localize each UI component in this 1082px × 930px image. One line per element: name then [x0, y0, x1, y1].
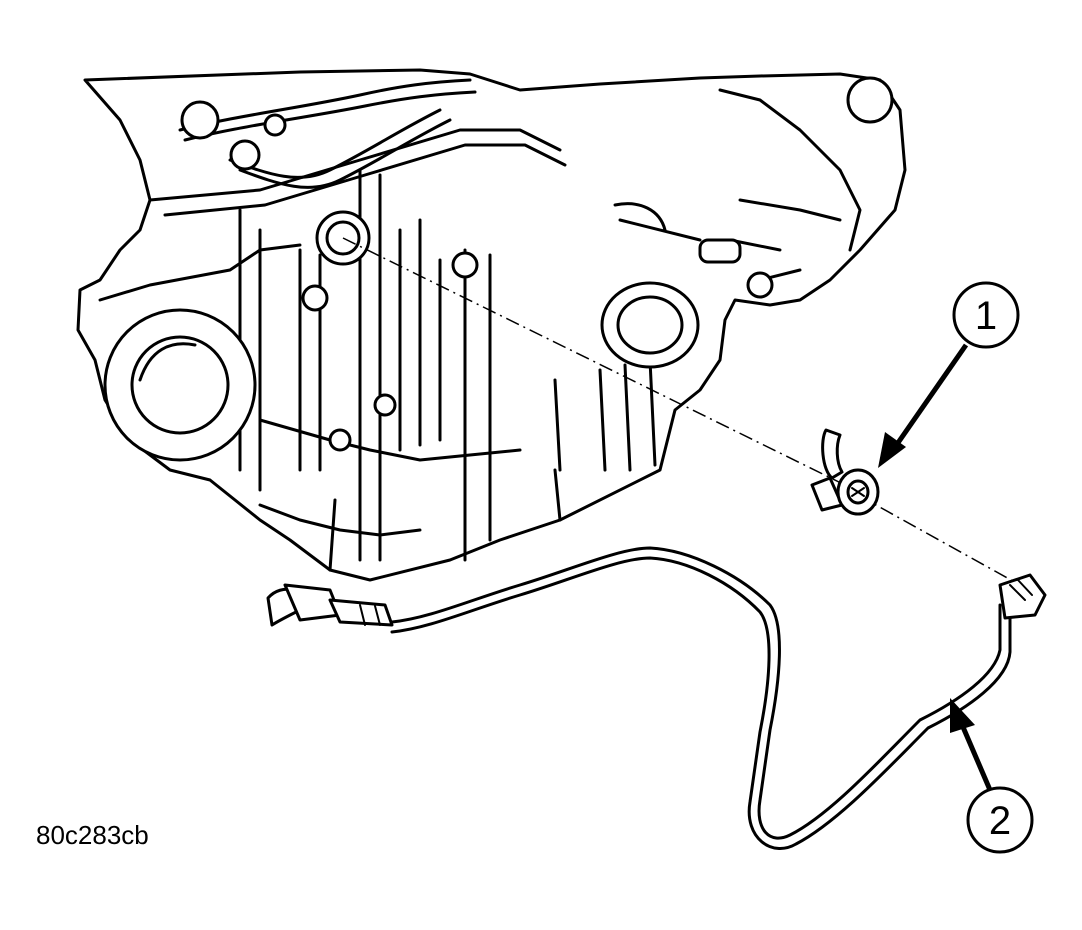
callout-2-arrowhead — [950, 698, 975, 733]
callout-2-arrow — [957, 719, 993, 791]
engine-block — [76, 68, 907, 582]
callout-1-label: 1 — [975, 294, 997, 338]
figure-id-label: 80c283cb — [36, 820, 149, 850]
callout-1-arrow — [890, 343, 969, 452]
alignment-lines — [342, 237, 1021, 586]
callout-2-circle — [966, 786, 1034, 854]
callout-2: 2 — [950, 698, 1034, 854]
callout-1: 1 — [878, 281, 1020, 468]
sensor — [810, 428, 880, 516]
callout-1-circle — [952, 281, 1020, 349]
wiring-harness — [266, 546, 1047, 850]
callout-2-label: 2 — [989, 799, 1011, 843]
callout-1-arrowhead — [878, 432, 906, 468]
